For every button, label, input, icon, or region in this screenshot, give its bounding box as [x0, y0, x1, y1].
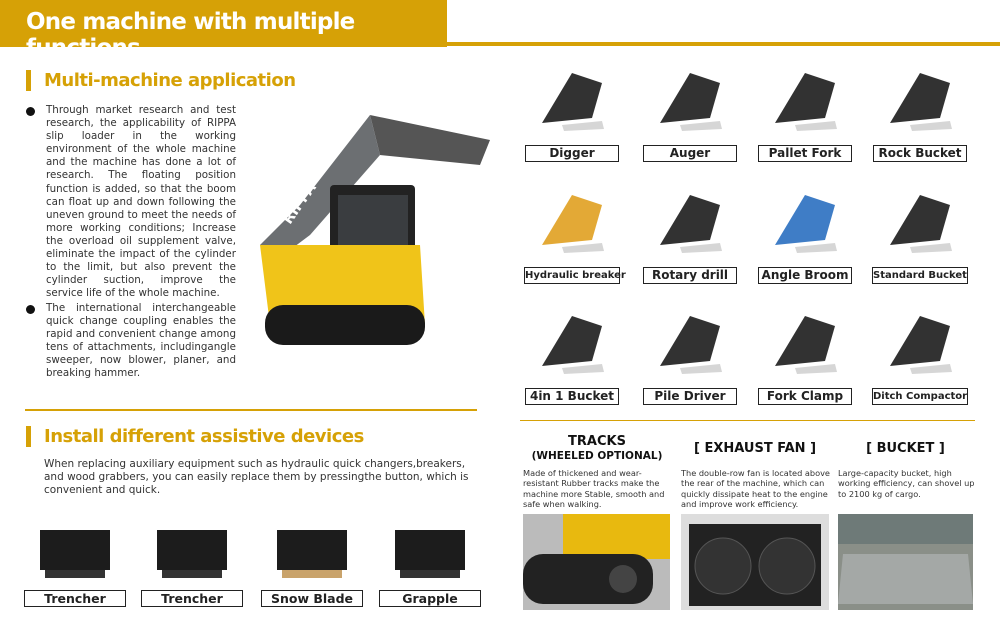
attachment-label-auger: Auger — [643, 145, 737, 162]
section-title-assistive-devices: Install different assistive devices — [44, 426, 364, 447]
feature-title-bucket: [ BUCKET ] — [866, 441, 945, 456]
section-title-multi-machine: Multi-machine application — [44, 70, 296, 91]
device-label-trencher: Trencher — [24, 590, 126, 607]
feature-text-exhaust-fan: The double-row fan is located above the … — [681, 468, 830, 509]
rotary-drill-image — [640, 177, 740, 262]
hydraulic-breaker-image — [522, 177, 622, 262]
attachment-label-pallet-fork: Pallet Fork — [758, 145, 852, 162]
trencher-image — [20, 512, 130, 587]
trencher-image — [137, 512, 247, 587]
pallet-fork-image — [755, 55, 855, 140]
device-label-snow-blade: Snow Blade — [261, 590, 363, 607]
feature-title-tracks: TRACKS — [568, 434, 626, 449]
snow-blade-image — [257, 512, 367, 587]
bullet-icon — [26, 305, 35, 314]
grapple-image — [375, 512, 485, 587]
section-marker — [26, 70, 31, 91]
skid-steer-loader-image: RIPPA — [260, 115, 490, 345]
attachment-label-angle-broom: Angle Broom — [758, 267, 852, 284]
exhaust-fan-photo — [681, 514, 829, 610]
feature-subtitle-tracks: (WHEELED OPTIONAL) — [531, 450, 663, 462]
attachment-label-rock-bucket: Rock Bucket — [873, 145, 967, 162]
angle-broom-image — [755, 177, 855, 262]
page-title: One machine with multiple functions — [26, 9, 355, 61]
section-marker — [26, 426, 31, 447]
device-label-trencher: Trencher — [141, 590, 243, 607]
4in-1-bucket-image — [522, 298, 622, 383]
attachment-label-digger: Digger — [525, 145, 619, 162]
standard-bucket-image — [870, 177, 970, 262]
assistive-devices-text: When replacing auxiliary equipment such … — [44, 458, 469, 496]
pile-driver-image — [640, 298, 740, 383]
bullet-icon — [26, 107, 35, 116]
header-banner: One machine with multiple functions — [0, 0, 447, 61]
attachment-label-fork-clamp: Fork Clamp — [758, 388, 852, 405]
feature-title-exhaust-fan: [ EXHAUST FAN ] — [693, 441, 817, 456]
bucket-photo — [838, 514, 973, 610]
bullet-text-2: The international interchangeable quick … — [46, 302, 236, 380]
attachment-label-standard-bucket: Standard Bucket — [872, 267, 968, 284]
feature-text-bucket: Large-capacity bucket, high working effi… — [838, 468, 975, 499]
attachment-label-pile-driver: Pile Driver — [643, 388, 737, 405]
attachment-label-rotary-drill: Rotary drill — [643, 267, 737, 284]
bullet-text-1: Through market research and test researc… — [46, 104, 236, 300]
fork-clamp-image — [755, 298, 855, 383]
section-divider — [520, 420, 975, 421]
ditch-compactor-image — [870, 298, 970, 383]
tracks-photo — [523, 514, 670, 610]
attachment-label-4in-1-bucket: 4in 1 Bucket — [525, 388, 619, 405]
header-divider — [447, 42, 1000, 46]
device-label-grapple: Grapple — [379, 590, 481, 607]
section-divider — [25, 409, 477, 411]
attachment-label-hydraulic-breaker: Hydraulic breaker — [524, 267, 626, 284]
rock-bucket-image — [870, 55, 970, 140]
digger-image — [522, 55, 622, 140]
auger-image — [640, 55, 740, 140]
attachment-label-ditch-compactor: Ditch Compactor — [872, 388, 968, 405]
feature-text-tracks: Made of thickened and wear-resistant Rub… — [523, 468, 665, 509]
